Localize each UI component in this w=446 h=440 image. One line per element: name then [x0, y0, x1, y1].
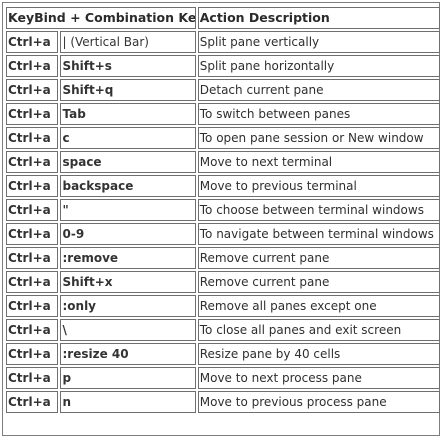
action-description-cell: Remove all panes except one [197, 295, 440, 317]
action-description-cell: Remove current pane [197, 247, 440, 269]
action-description-cell: To choose between terminal windows [197, 199, 440, 221]
table-row: Ctrl+a"To choose between terminal window… [6, 199, 440, 221]
table-frame [2, 2, 440, 436]
keybind-cell: Ctrl+a [6, 295, 59, 317]
combination-key-cell: :only [60, 295, 196, 317]
combination-key-cell: Shift+x [60, 271, 196, 293]
header-action: Action Description [197, 7, 440, 29]
action-description-cell: Remove current pane [197, 271, 440, 293]
combination-key-cell: n [60, 391, 196, 413]
action-description-cell: To navigate between terminal windows [197, 223, 440, 245]
keybind-cell: Ctrl+a [6, 271, 59, 293]
keybind-cell: Ctrl+a [6, 391, 59, 413]
keybind-cell: Ctrl+a [6, 319, 59, 341]
keybind-cell: Ctrl+a [6, 55, 59, 77]
combination-key-cell: Tab [60, 103, 196, 125]
keybind-cell: Ctrl+a [6, 367, 59, 389]
combination-key-cell: backspace [60, 175, 196, 197]
combination-key-cell: c [60, 127, 196, 149]
keybind-cell: Ctrl+a [6, 199, 59, 221]
keybind-cell: Ctrl+a [6, 127, 59, 149]
combination-key-cell: :remove [60, 247, 196, 269]
combination-key-cell: p [60, 367, 196, 389]
combination-key-cell: 0-9 [60, 223, 196, 245]
keybind-cell: Ctrl+a [6, 247, 59, 269]
keybind-cell: Ctrl+a [6, 79, 59, 101]
action-description-cell: Split pane horizontally [197, 55, 440, 77]
action-description-cell: Split pane vertically [197, 31, 440, 53]
table-row: Ctrl+a\To close all panes and exit scree… [6, 319, 440, 341]
action-description-cell: Move to previous terminal [197, 175, 440, 197]
combination-key-cell: Shift+s [60, 55, 196, 77]
combination-key-cell: Shift+q [60, 79, 196, 101]
action-description-cell: To close all panes and exit screen [197, 319, 440, 341]
table-body: Ctrl+a| (Vertical Bar)Split pane vertica… [6, 31, 440, 413]
action-description-cell: To switch between panes [197, 103, 440, 125]
combination-key-cell: \ [60, 319, 196, 341]
keybind-cell: Ctrl+a [6, 223, 59, 245]
combination-key-cell: " [60, 199, 196, 221]
combination-key-cell: | (Vertical Bar) [60, 31, 196, 53]
action-description-cell: To open pane session or New window [197, 127, 440, 149]
action-description-cell: Resize pane by 40 cells [197, 343, 440, 365]
keybind-cell: Ctrl+a [6, 175, 59, 197]
table-row: Ctrl+a| (Vertical Bar)Split pane vertica… [6, 31, 440, 53]
keybinding-table: KeyBind + Combination Key Action Descrip… [4, 5, 442, 415]
keybind-cell: Ctrl+a [6, 343, 59, 365]
keybind-cell: Ctrl+a [6, 151, 59, 173]
combination-key-cell: :resize 40 [60, 343, 196, 365]
action-description-cell: Move to previous process pane [197, 391, 440, 413]
action-description-cell: Move to next terminal [197, 151, 440, 173]
keybind-cell: Ctrl+a [6, 103, 59, 125]
combination-key-cell: space [60, 151, 196, 173]
keybind-cell: Ctrl+a [6, 31, 59, 53]
action-description-cell: Detach current pane [197, 79, 440, 101]
action-description-cell: Move to next process pane [197, 367, 440, 389]
header-keybind: KeyBind + Combination Key [6, 7, 196, 29]
table-header-row: KeyBind + Combination Key Action Descrip… [6, 7, 440, 29]
